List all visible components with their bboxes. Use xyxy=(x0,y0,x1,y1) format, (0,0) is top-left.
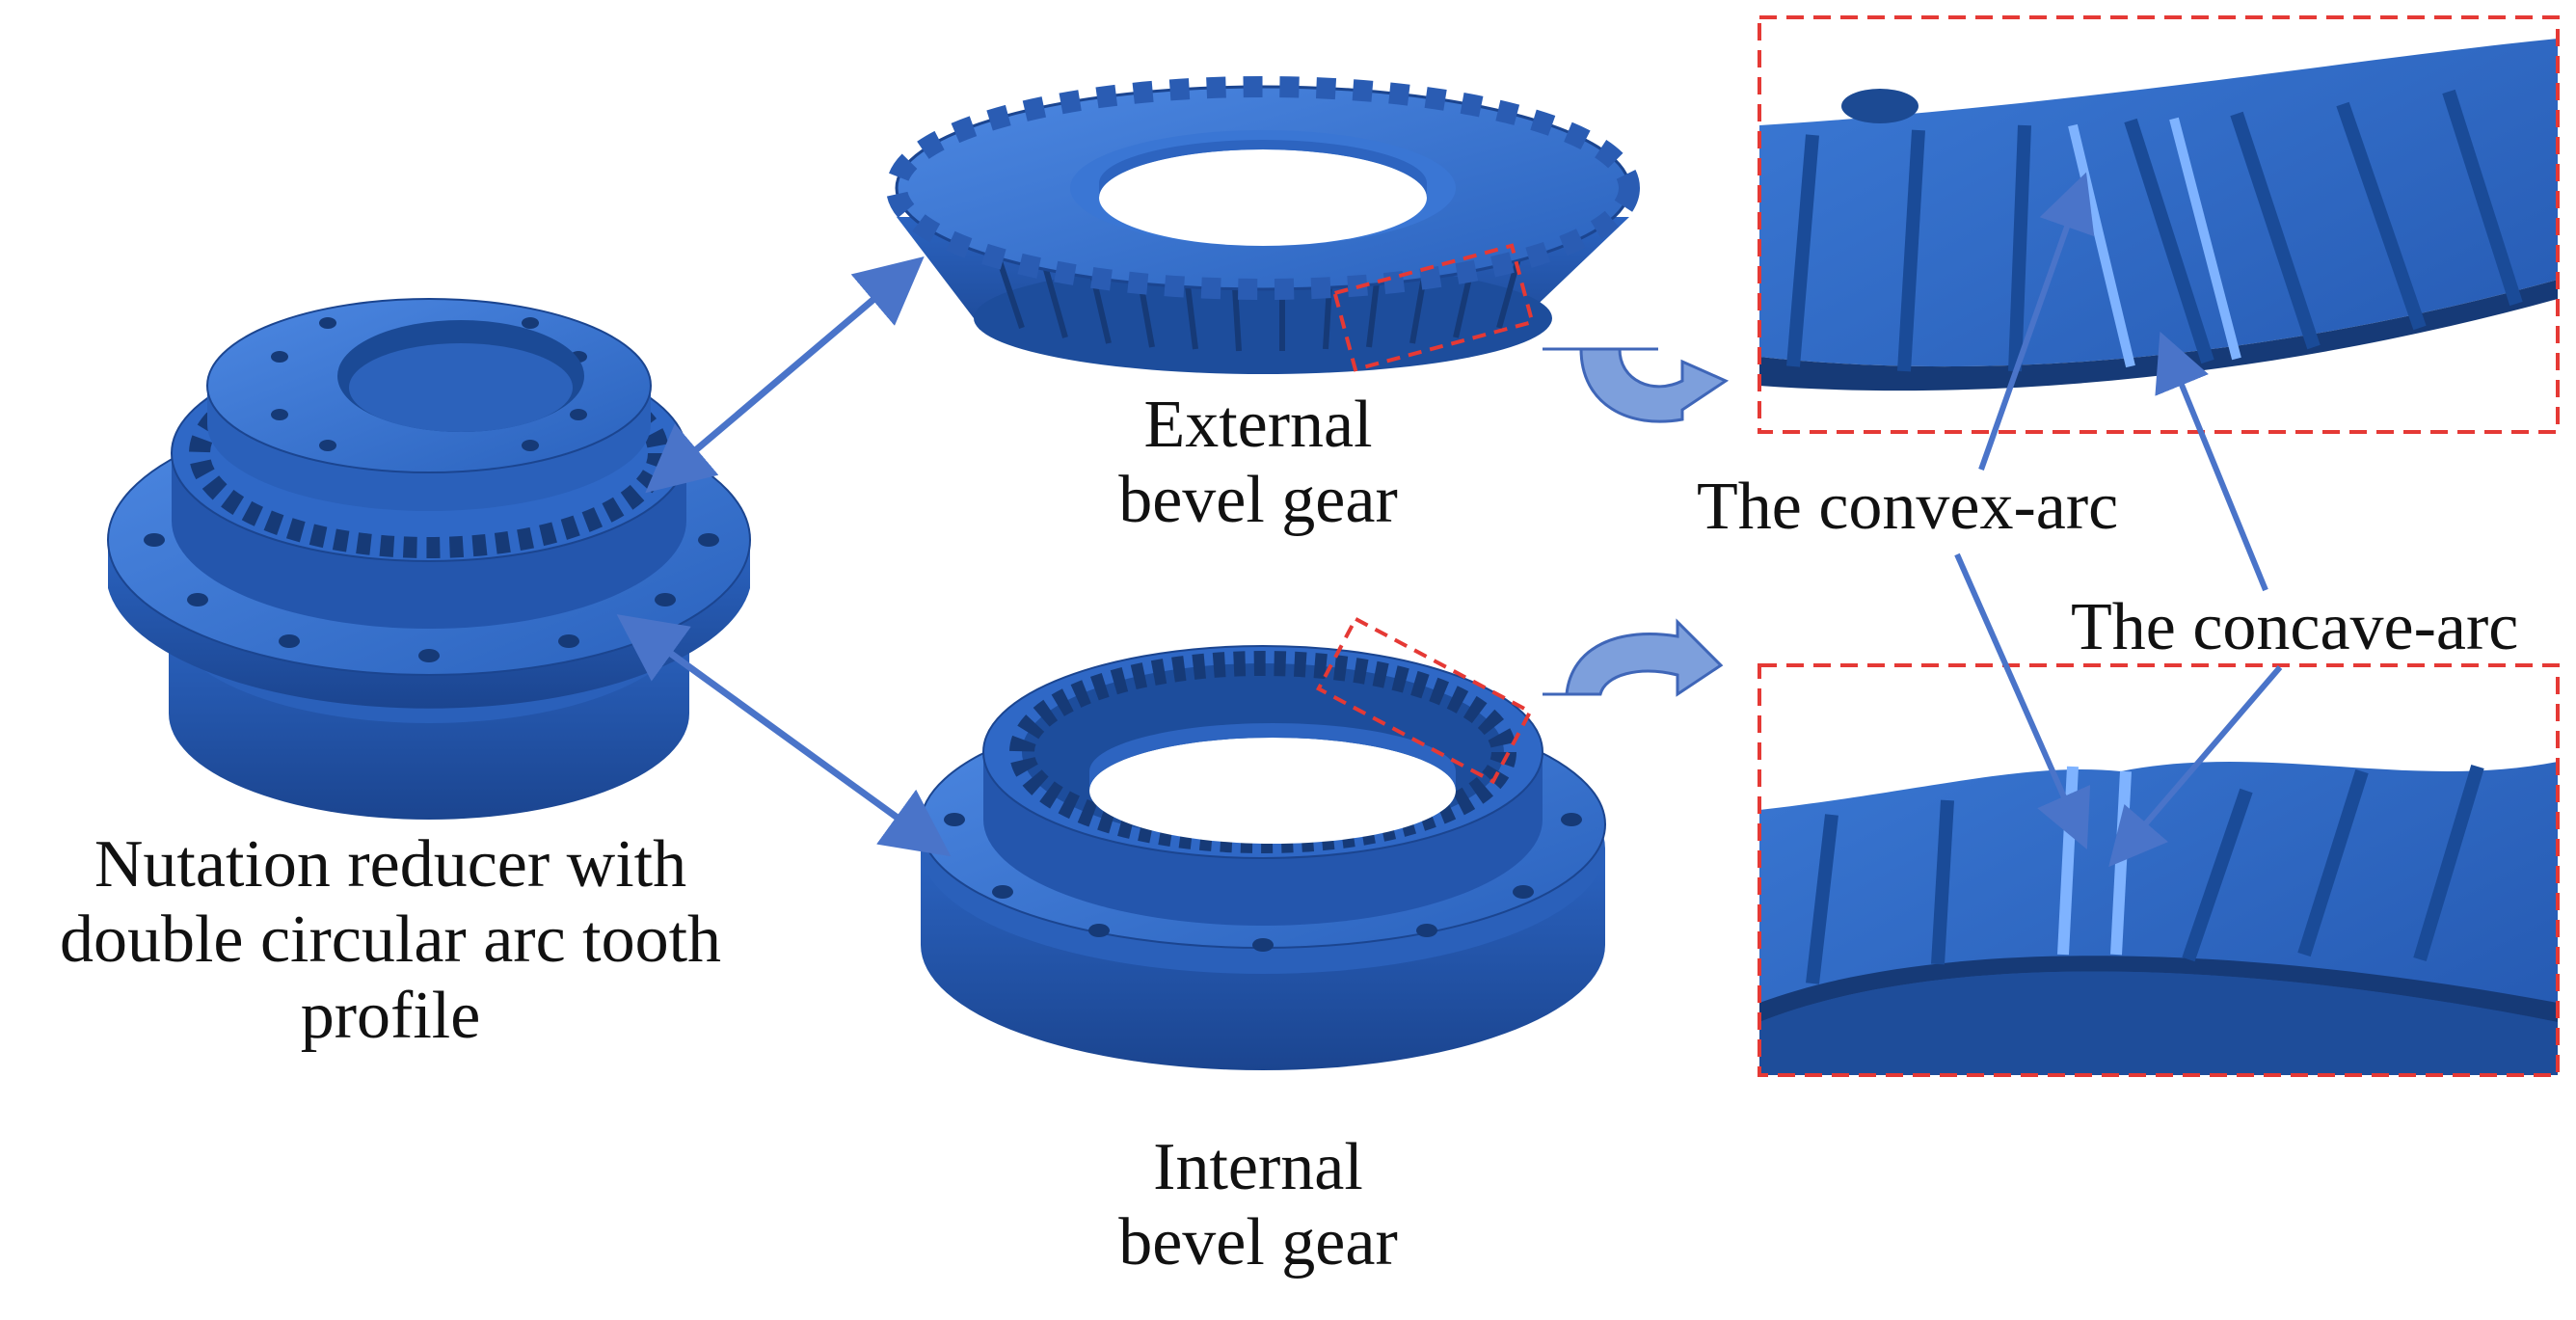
external-gear-bore-wall xyxy=(1099,140,1427,198)
external-detail-highlights xyxy=(2068,117,2241,368)
reducer-bore-inner xyxy=(349,343,573,432)
internal-gear-caption-line-2: bevel gear xyxy=(1118,1205,1398,1280)
detail-panel-internal xyxy=(1758,663,2560,1077)
arrow-to-internal-gear xyxy=(616,614,952,857)
reducer-assembly xyxy=(107,298,751,820)
internal-gear-opening-wall xyxy=(1089,723,1456,791)
curved-arrow-top xyxy=(1543,347,1730,423)
reducer-caption-line-3: profile xyxy=(300,978,481,1053)
convex-arrow-bottom xyxy=(1954,552,2091,849)
reducer-caption-line-2: double circular arc tooth xyxy=(59,902,722,978)
reducer-caption-line-1: Nutation reducer with xyxy=(94,827,687,902)
internal-gear-caption: Internal bevel gear xyxy=(1065,1130,1451,1281)
detail-panel-external xyxy=(1758,15,2560,434)
concave-arc-label: The concave-arc xyxy=(2071,590,2519,664)
external-gear-bore xyxy=(1099,149,1427,246)
external-detail-marker xyxy=(1332,243,1535,372)
external-gear-caption-line-1: External xyxy=(1143,388,1373,462)
reducer-caption: Nutation reducer with double circular ar… xyxy=(0,827,781,1054)
top-bolt-holes xyxy=(271,317,587,451)
concave-arrow-bottom xyxy=(2108,665,2283,868)
convex-arrow-top xyxy=(1978,172,2095,471)
internal-gear-caption-line-1: Internal xyxy=(1153,1130,1363,1204)
curved-arrow-bottom xyxy=(1543,618,1724,697)
external-bevel-gear xyxy=(886,76,1640,374)
external-gear-teeth-crown xyxy=(886,76,1640,300)
external-gear-caption: External bevel gear xyxy=(1065,388,1451,539)
concave-arrow-top xyxy=(2155,331,2268,592)
detail-panel-external-frame xyxy=(1758,15,2560,434)
external-gear-base xyxy=(974,262,1552,374)
internal-gear-opening xyxy=(1089,738,1456,844)
detail-panel-internal-frame xyxy=(1758,663,2560,1077)
internal-detail-marker xyxy=(1315,616,1533,785)
internal-detail-teeth xyxy=(1806,764,2484,984)
external-gear-caption-line-2: bevel gear xyxy=(1118,463,1398,538)
convex-arc-label: The convex-arc xyxy=(1697,470,2119,544)
arrow-to-external-gear xyxy=(645,256,925,494)
external-detail-teeth xyxy=(1786,89,2523,372)
internal-bevel-gear xyxy=(920,616,1606,1070)
